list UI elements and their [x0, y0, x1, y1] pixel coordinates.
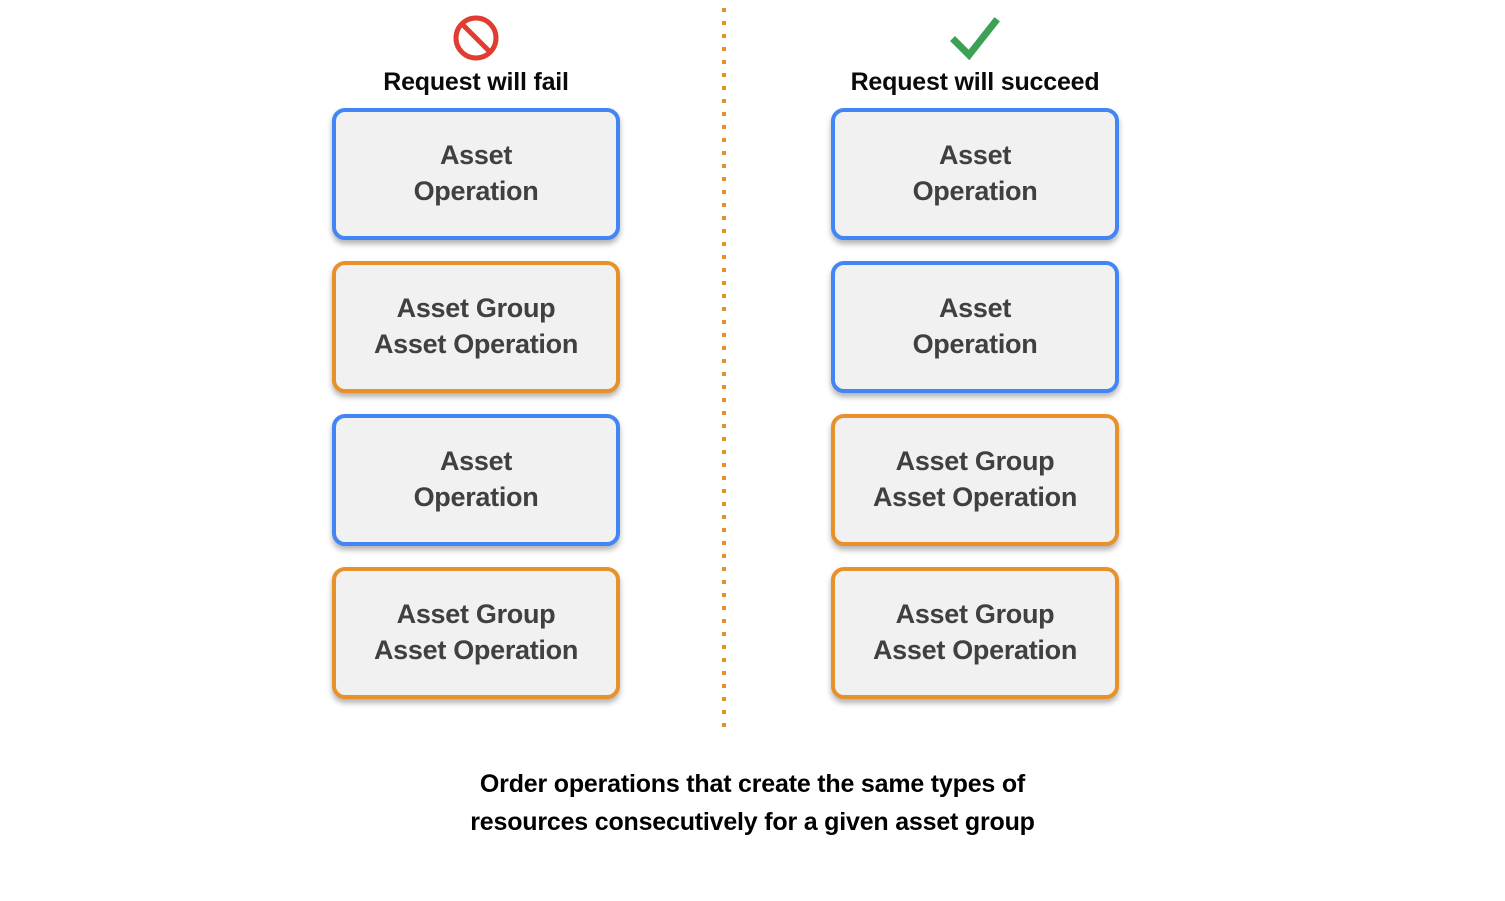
column-fail: Request will fail Asset Operation Asset … — [332, 0, 620, 699]
card-line-1: Asset — [938, 140, 1012, 171]
caption-line-1: Order operations that create the same ty… — [479, 770, 1026, 798]
column-succeed-card-stack: Asset Operation Asset Operation Asset Gr… — [831, 108, 1119, 699]
card-line-2: Asset Operation — [373, 635, 579, 665]
card-line-2: Asset Operation — [373, 329, 579, 359]
card-line-1: Asset — [938, 293, 1012, 324]
card-asset-operation[interactable]: Asset Operation — [332, 414, 620, 546]
card-line-2: Operation — [413, 176, 539, 206]
caption-line-2: resources consecutively for a given asse… — [470, 808, 1035, 836]
card-asset-group-asset-operation[interactable]: Asset Group Asset Operation — [831, 567, 1119, 699]
card-line-1: Asset — [439, 140, 513, 171]
column-succeed-header: Request will succeed — [831, 0, 1119, 108]
card-asset-operation[interactable]: Asset Operation — [831, 108, 1119, 240]
card-line-2: Asset Operation — [872, 635, 1078, 665]
column-divider — [722, 8, 726, 736]
diagram-caption: Order operations that create the same ty… — [0, 765, 1505, 841]
checkmark-icon — [947, 12, 1003, 64]
prohibition-icon — [451, 12, 501, 64]
card-line-1: Asset — [439, 446, 513, 477]
card-line-2: Asset Operation — [872, 482, 1078, 512]
column-fail-label: Request will fail — [383, 68, 569, 96]
column-succeed-label: Request will succeed — [850, 68, 1100, 96]
card-asset-group-asset-operation[interactable]: Asset Group Asset Operation — [831, 414, 1119, 546]
card-line-1: Asset Group — [396, 599, 556, 630]
column-fail-header: Request will fail — [332, 0, 620, 108]
card-line-2: Operation — [413, 482, 539, 512]
card-line-1: Asset Group — [895, 599, 1055, 630]
card-line-2: Operation — [912, 176, 1038, 206]
card-asset-operation[interactable]: Asset Operation — [831, 261, 1119, 393]
card-line-1: Asset Group — [895, 446, 1055, 477]
card-line-1: Asset Group — [396, 293, 556, 324]
card-asset-group-asset-operation[interactable]: Asset Group Asset Operation — [332, 567, 620, 699]
card-asset-group-asset-operation[interactable]: Asset Group Asset Operation — [332, 261, 620, 393]
card-line-2: Operation — [912, 329, 1038, 359]
column-succeed: Request will succeed Asset Operation Ass… — [831, 0, 1119, 699]
card-asset-operation[interactable]: Asset Operation — [332, 108, 620, 240]
column-fail-card-stack: Asset Operation Asset Group Asset Operat… — [332, 108, 620, 699]
